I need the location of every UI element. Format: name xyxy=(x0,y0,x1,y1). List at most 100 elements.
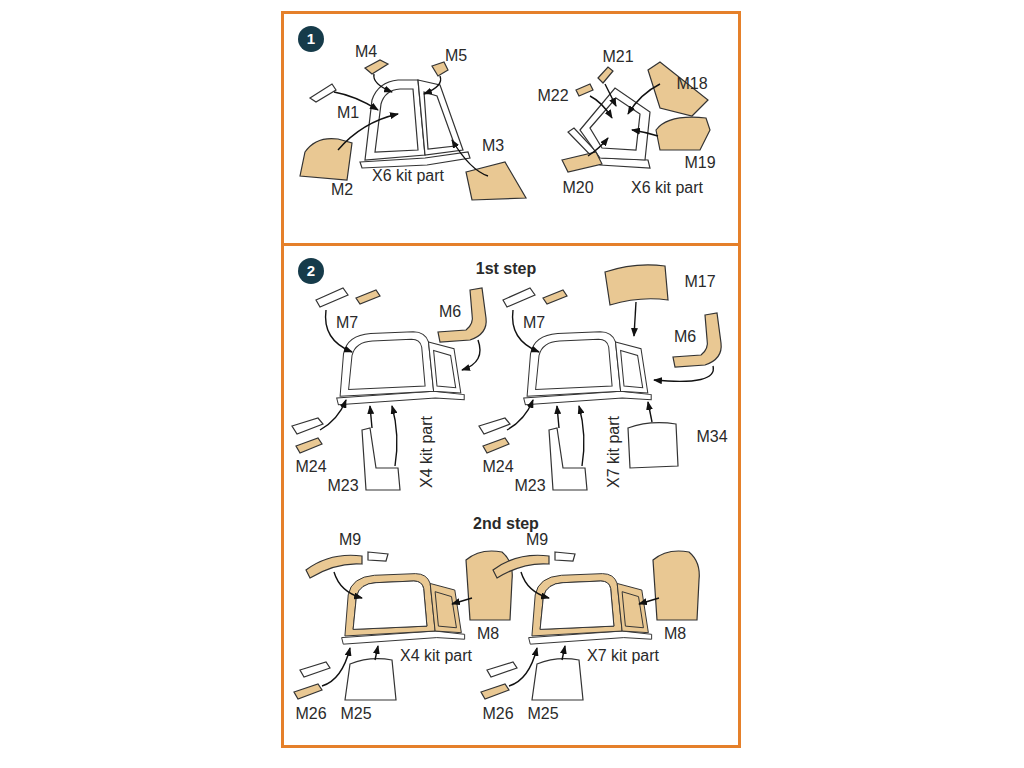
part-label: M20 xyxy=(562,180,593,196)
leader-arrow xyxy=(509,648,537,686)
leader-arrow xyxy=(557,406,559,428)
leader-arrow xyxy=(322,648,350,686)
mask-piece xyxy=(466,551,512,620)
part-label: X6 kit part xyxy=(372,168,444,184)
kit-part-canopy xyxy=(342,574,465,645)
part-label: M25 xyxy=(527,706,558,722)
mask-piece xyxy=(576,84,593,96)
step-panel: 2 xyxy=(281,243,741,748)
mask-piece xyxy=(549,428,587,490)
part-label: M17 xyxy=(684,274,715,290)
kit-part-frame xyxy=(365,80,425,160)
part-label: X4 kit part xyxy=(400,648,472,664)
leader-arrow xyxy=(579,406,584,466)
part-label: M5 xyxy=(445,48,467,64)
kit-part-side-glass xyxy=(424,92,455,149)
mask-piece xyxy=(483,438,509,453)
leader-arrow xyxy=(320,400,346,430)
step-heading: 2nd step xyxy=(473,516,539,532)
part-label: M21 xyxy=(602,49,633,65)
part-label: M6 xyxy=(439,304,461,320)
mask-piece xyxy=(648,62,708,116)
leader-arrow xyxy=(562,646,565,660)
mask-piece xyxy=(598,67,613,83)
leader-arrow xyxy=(424,76,441,94)
part-label: X6 kit part xyxy=(631,180,703,196)
part-label: M7 xyxy=(523,315,545,331)
mask-piece xyxy=(562,152,602,172)
step-panel: 1 xyxy=(281,11,741,246)
leader-arrow xyxy=(521,572,549,598)
leader-arrow xyxy=(648,402,652,422)
part-label: M8 xyxy=(477,626,499,642)
part-label: X7 kit part xyxy=(587,648,659,664)
kit-part-canopy xyxy=(524,332,652,405)
leader-arrow xyxy=(632,130,658,136)
part-label: X7 kit part xyxy=(606,416,622,488)
kit-part-canopy xyxy=(529,574,652,645)
mask-piece xyxy=(345,659,396,700)
mask-piece xyxy=(368,552,388,561)
leader-arrow xyxy=(507,400,533,430)
part-label: M26 xyxy=(482,706,513,722)
leader-arrow xyxy=(452,140,488,176)
part-label: M24 xyxy=(482,459,513,475)
leader-arrow xyxy=(326,310,352,352)
leader-arrow xyxy=(588,138,608,156)
leader-arrow xyxy=(590,96,612,118)
mask-piece xyxy=(543,290,567,304)
part-label: M4 xyxy=(355,44,377,60)
leader-arrow xyxy=(452,598,472,604)
leader-arrow xyxy=(462,340,480,370)
kit-part-canopy xyxy=(337,332,465,405)
mask-piece xyxy=(555,552,575,561)
part-label: M2 xyxy=(331,182,353,198)
part-label: M6 xyxy=(674,329,696,345)
leader-arrow xyxy=(634,302,636,336)
mask-piece xyxy=(306,555,362,578)
mask-piece xyxy=(310,84,336,102)
kit-part-side xyxy=(418,80,463,155)
part-label: M1 xyxy=(337,105,359,121)
part-label: M34 xyxy=(696,429,727,445)
leader-arrow xyxy=(639,598,659,604)
mask-piece xyxy=(481,684,509,699)
part-label: M23 xyxy=(514,478,545,494)
step-heading: 1st step xyxy=(476,261,536,277)
part-label: M18 xyxy=(676,76,707,92)
part-label: M9 xyxy=(526,532,548,548)
part-label: M25 xyxy=(340,706,371,722)
part-label: M3 xyxy=(482,138,504,154)
mask-piece xyxy=(356,290,380,304)
part-label: M26 xyxy=(295,706,326,722)
kit-part-glass xyxy=(375,89,418,152)
mask-piece xyxy=(493,555,549,578)
kit-part-glass xyxy=(590,98,640,150)
leader-arrow xyxy=(375,646,378,660)
mask-piece xyxy=(503,288,535,307)
part-label: M8 xyxy=(664,626,686,642)
leader-arrow xyxy=(392,406,397,466)
mask-piece xyxy=(438,288,486,342)
mask-piece xyxy=(479,418,510,434)
mask-piece xyxy=(673,313,721,367)
mask-piece xyxy=(487,662,517,677)
leader-arrow xyxy=(374,74,392,92)
leader-arrow xyxy=(338,114,398,150)
part-label: M7 xyxy=(336,315,358,331)
mask-piece xyxy=(300,139,352,180)
mask-piece xyxy=(294,684,322,699)
part-label: M23 xyxy=(327,478,358,494)
mask-piece xyxy=(362,428,400,490)
leader-arrow xyxy=(513,310,539,352)
leader-arrow xyxy=(628,84,660,114)
part-label: M22 xyxy=(537,88,568,104)
part-label: M19 xyxy=(684,155,715,171)
mask-piece xyxy=(653,551,699,620)
mask-piece xyxy=(656,117,710,150)
mask-piece xyxy=(605,265,668,305)
mask-piece xyxy=(296,438,322,453)
mask-piece xyxy=(532,659,583,700)
